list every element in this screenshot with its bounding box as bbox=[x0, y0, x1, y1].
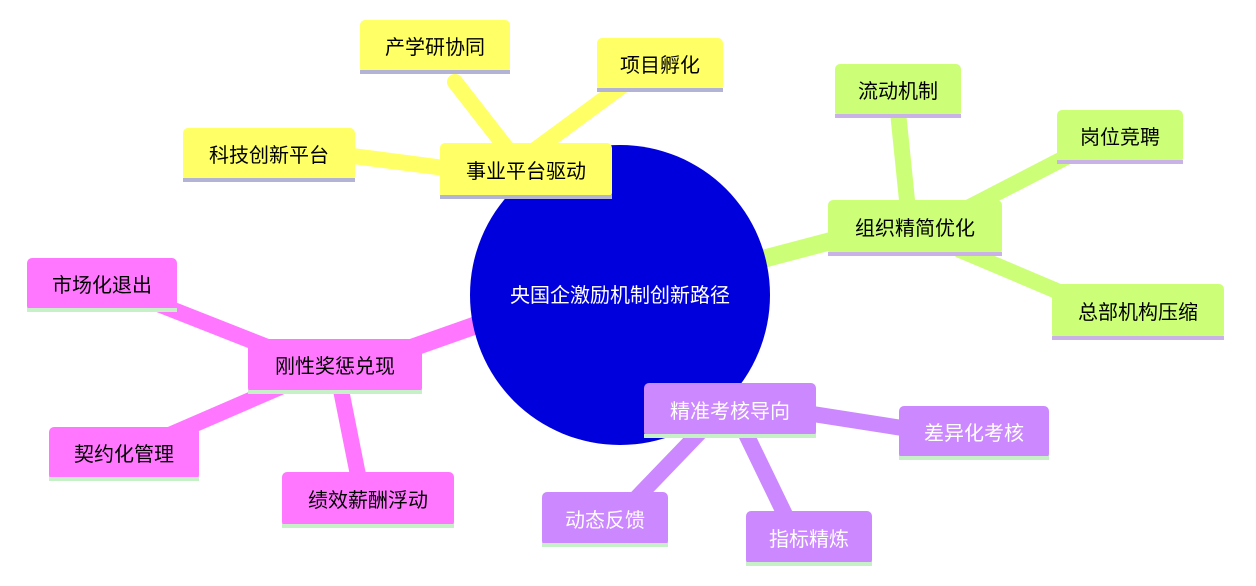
leaf-label-rigid-reward-1: 市场化退出 bbox=[52, 273, 152, 297]
leaf-node-precise-assessment-3[interactable]: 指标精炼 bbox=[746, 511, 872, 566]
leaf-label-rigid-reward-2: 契约化管理 bbox=[74, 442, 174, 466]
connector-org-streamline-1 bbox=[890, 104, 916, 218]
branch-label-rigid-reward: 刚性奖惩兑现 bbox=[275, 354, 395, 378]
connector-precise-assessment-3 bbox=[737, 424, 798, 533]
leaf-label-rigid-reward-3: 绩效薪酬浮动 bbox=[308, 488, 428, 512]
leaf-node-org-streamline-1[interactable]: 流动机制 bbox=[835, 64, 961, 118]
center-node-label: 央国企激励机制创新路径 bbox=[510, 283, 730, 307]
branch-label-business-platform: 事业平台驱动 bbox=[466, 159, 586, 183]
leaf-node-business-platform-1[interactable]: 产学研协同 bbox=[360, 20, 510, 74]
leaf-node-rigid-reward-3[interactable]: 绩效薪酬浮动 bbox=[282, 472, 454, 528]
branch-precise-assessment[interactable]: 精准考核导向 bbox=[644, 383, 816, 438]
branch-label-org-streamline: 组织精简优化 bbox=[855, 216, 975, 240]
connector-precise-assessment-1 bbox=[792, 404, 923, 438]
connector-rigid-reward-3 bbox=[332, 377, 368, 493]
leaf-node-business-platform-3[interactable]: 科技创新平台 bbox=[183, 128, 355, 182]
leaf-node-rigid-reward-2[interactable]: 契约化管理 bbox=[49, 427, 199, 481]
leaf-label-business-platform-1: 产学研协同 bbox=[385, 35, 485, 59]
leaf-label-org-streamline-3: 总部机构压缩 bbox=[1078, 300, 1198, 324]
leaf-node-rigid-reward-1[interactable]: 市场化退出 bbox=[27, 258, 177, 312]
center-node[interactable]: 央国企激励机制创新路径 bbox=[470, 145, 770, 445]
leaf-label-org-streamline-2: 岗位竞聘 bbox=[1080, 125, 1160, 149]
leaf-label-business-platform-2: 项目孵化 bbox=[620, 53, 700, 77]
leaf-node-business-platform-2[interactable]: 项目孵化 bbox=[597, 38, 723, 92]
center-node-circle bbox=[470, 145, 770, 445]
branch-label-precise-assessment: 精准考核导向 bbox=[670, 399, 790, 423]
leaf-node-precise-assessment-1[interactable]: 差异化考核 bbox=[899, 406, 1049, 460]
leaf-node-precise-assessment-2[interactable]: 动态反馈 bbox=[542, 492, 668, 547]
leaf-label-org-streamline-1: 流动机制 bbox=[858, 79, 938, 103]
branch-org-streamline[interactable]: 组织精简优化 bbox=[828, 200, 1002, 256]
leaf-label-precise-assessment-1: 差异化考核 bbox=[924, 421, 1024, 445]
leaf-label-business-platform-3: 科技创新平台 bbox=[209, 143, 329, 167]
branch-rigid-reward[interactable]: 刚性奖惩兑现 bbox=[248, 339, 422, 394]
branch-business-platform[interactable]: 事业平台驱动 bbox=[440, 143, 612, 199]
leaf-node-org-streamline-2[interactable]: 岗位竞聘 bbox=[1057, 110, 1183, 164]
connector-business-platform-1 bbox=[447, 74, 516, 158]
leaf-node-org-streamline-3[interactable]: 总部机构压缩 bbox=[1052, 284, 1224, 340]
leaf-label-precise-assessment-3: 指标精炼 bbox=[769, 527, 849, 551]
leaf-label-precise-assessment-2: 动态反馈 bbox=[565, 508, 645, 532]
